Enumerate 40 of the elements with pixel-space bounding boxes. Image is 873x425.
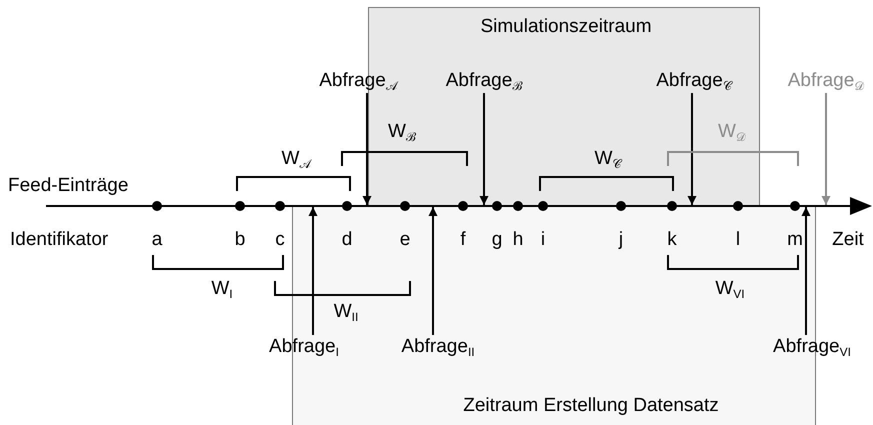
identifier-label: h <box>512 229 524 251</box>
row-label: Identifikator <box>10 229 108 251</box>
identifier-label: g <box>492 229 502 251</box>
identifier-label: l <box>736 229 740 251</box>
window-label: W$_{𝒞}$ <box>594 148 622 170</box>
query-label: Abfrage$_{ℬ}$ <box>446 70 522 92</box>
identifier-label: f <box>460 229 466 251</box>
identifier-label: b <box>234 229 246 251</box>
arrow <box>802 207 810 335</box>
window-label: W$_{II}$ <box>334 301 358 323</box>
query-label: Abfrage$_{𝒟}$ <box>788 70 864 92</box>
axis-label: Zeit <box>832 229 864 251</box>
query-label: Abfrage$_{I}$ <box>269 336 339 358</box>
identifier-label: c <box>275 229 285 251</box>
window-label: W$_{ℬ}$ <box>388 121 416 143</box>
identifier-label: a <box>152 229 162 251</box>
period-title: Zeitraum Erstellung Datensatz <box>463 395 719 417</box>
identifier-label: j <box>618 229 624 251</box>
identifier-label: e <box>400 229 410 251</box>
identifier-label: k <box>667 229 677 251</box>
identifier-label: i <box>540 229 546 251</box>
arrow <box>480 93 488 205</box>
query-label: Abfrage$_{𝒞}$ <box>656 70 732 92</box>
arrow <box>308 207 318 335</box>
query-label: Abfrage$_{𝒜}$ <box>319 70 397 92</box>
arrow <box>822 93 830 205</box>
query-label: Abfrage$_{II}$ <box>401 336 475 358</box>
row-label: Feed-Einträge <box>8 175 128 197</box>
time-axis <box>46 197 872 215</box>
identifier-label: m <box>787 229 803 251</box>
window-label: W$_{𝒟}$ <box>718 121 746 143</box>
query-label: Abfrage$_{VI}$ <box>773 336 851 358</box>
window-label: W$_{I}$ <box>211 278 233 300</box>
window-label: W$_{VI}$ <box>715 278 745 300</box>
window-label: W$_{𝒜}$ <box>282 148 310 170</box>
arrow <box>688 93 696 205</box>
arrow <box>362 93 372 205</box>
period-title: Simulationszeitraum <box>480 16 652 38</box>
arrow <box>428 207 438 335</box>
identifier-label: d <box>342 229 352 251</box>
